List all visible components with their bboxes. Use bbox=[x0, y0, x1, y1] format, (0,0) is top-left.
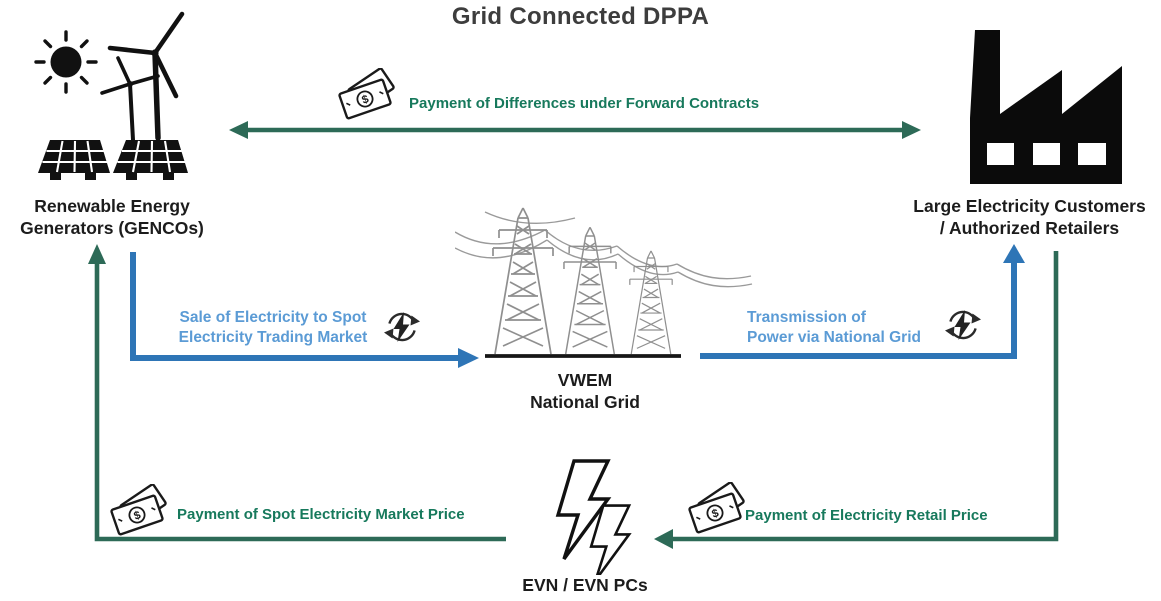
sale-to-market-arrow bbox=[130, 252, 479, 368]
sale-to-market-label-line2: Electricity Trading Market bbox=[178, 328, 368, 346]
money-icon bbox=[337, 68, 396, 120]
national-grid-label: VWEM National Grid bbox=[500, 370, 670, 413]
energy-cycle-icon bbox=[943, 308, 983, 342]
customers-label: Large Electricity Customers / Authorized… bbox=[898, 196, 1161, 239]
wind-turbine-icon bbox=[100, 11, 185, 142]
transmission-label: Transmission of Power via National Grid bbox=[747, 308, 921, 347]
spot-payment-label: Payment of Spot Electricity Market Price bbox=[177, 506, 465, 523]
retail-payment-arrow bbox=[654, 251, 1059, 549]
energy-cycle-icon bbox=[382, 310, 422, 344]
gencos-label: Renewable Energy Generators (GENCOs) bbox=[2, 196, 222, 239]
diagram-title: Grid Connected DPPA bbox=[451, 3, 710, 30]
customers-label-line1: Large Electricity Customers bbox=[913, 196, 1146, 216]
gencos-label-line2: Generators (GENCOs) bbox=[20, 217, 204, 238]
retail-payment-label: Payment of Electricity Retail Price bbox=[745, 507, 988, 524]
forward-contracts-arrow bbox=[229, 121, 921, 139]
money-icon bbox=[687, 482, 746, 534]
solar-panel-icon bbox=[38, 140, 188, 180]
transmission-towers-icon bbox=[455, 207, 753, 358]
lightning-bolts-icon bbox=[555, 459, 632, 575]
transmission-label-line2: Power via National Grid bbox=[747, 328, 921, 346]
evn-label: EVN / EVN PCs bbox=[522, 575, 648, 595]
renewables-icon bbox=[34, 11, 188, 180]
gencos-label-line1: Renewable Energy bbox=[34, 196, 190, 216]
forward-contracts-label: Payment of Differences under Forward Con… bbox=[409, 95, 760, 112]
factory-icon bbox=[970, 30, 1122, 184]
money-icon bbox=[109, 484, 168, 536]
spot-payment-arrow bbox=[88, 244, 506, 542]
customers-label-line2: / Authorized Retailers bbox=[939, 217, 1120, 238]
national-grid-label-line2: National Grid bbox=[530, 391, 640, 412]
sale-to-market-label-line1: Sale of Electricity to Spot bbox=[179, 309, 367, 326]
transmission-arrow bbox=[700, 244, 1025, 359]
transmission-label-line1: Transmission of bbox=[747, 309, 866, 326]
national-grid-label-line1: VWEM bbox=[557, 370, 613, 390]
sun-icon bbox=[34, 30, 98, 94]
power-lines bbox=[455, 211, 753, 288]
sale-to-market-label: Sale of Electricity to Spot Electricity … bbox=[168, 308, 378, 347]
